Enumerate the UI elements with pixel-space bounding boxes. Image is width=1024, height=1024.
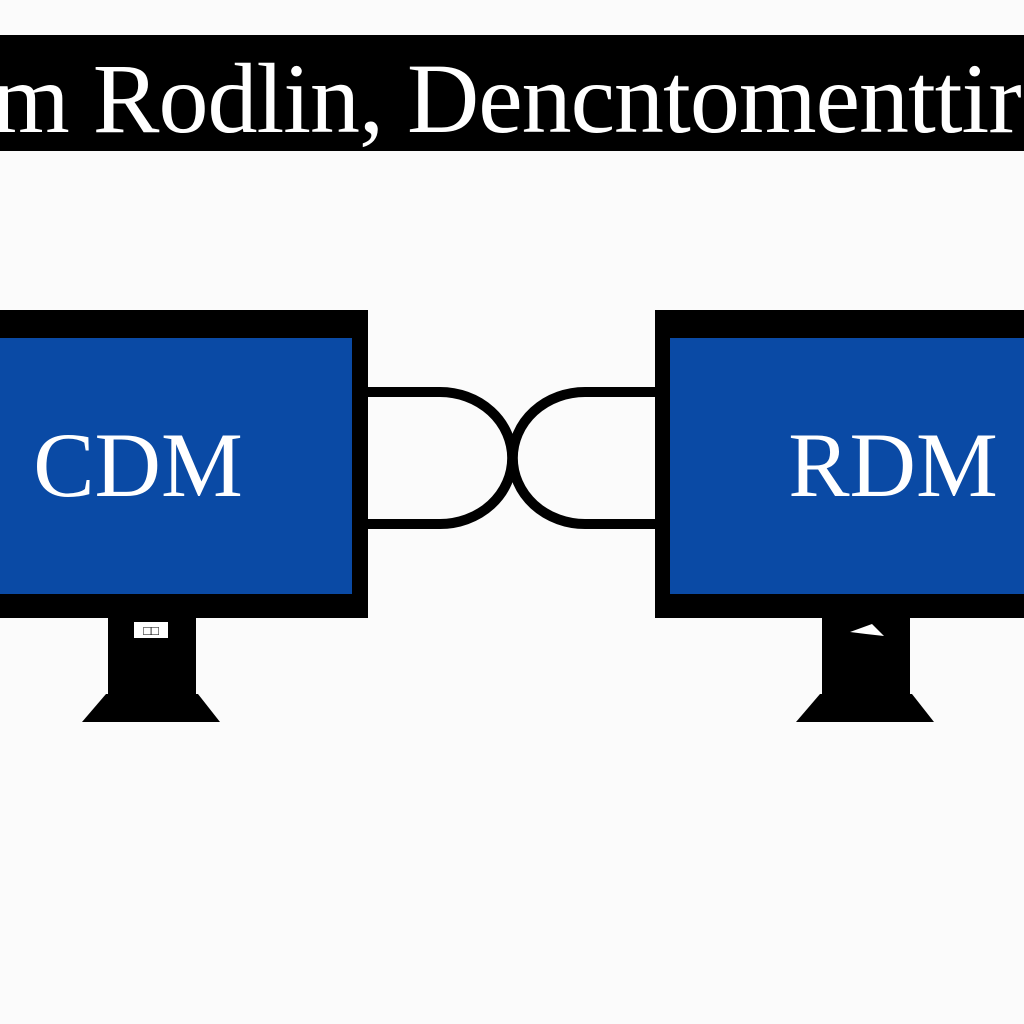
right-monitor: RDM (655, 310, 1024, 722)
left-stand-badge (134, 622, 168, 638)
left-monitor-screen (0, 338, 352, 594)
left-screen-label: CDM (33, 414, 243, 516)
right-screen-label: RDM (788, 414, 998, 516)
right-stand-logo-icon (850, 624, 884, 636)
right-monitor-screen (670, 338, 1024, 594)
right-cable-loop (507, 387, 655, 529)
right-monitor-base (796, 694, 934, 722)
left-monitor-base (82, 694, 220, 722)
left-stand-label: □□ (143, 624, 159, 639)
title-text: m Rodlin, Dencntomenttiro (0, 43, 1024, 151)
left-cable-loop (368, 387, 518, 529)
title-banner: m Rodlin, Dencntomenttiro (0, 35, 1024, 151)
connection-link (368, 387, 655, 529)
left-monitor: CDM □□ (0, 310, 368, 722)
